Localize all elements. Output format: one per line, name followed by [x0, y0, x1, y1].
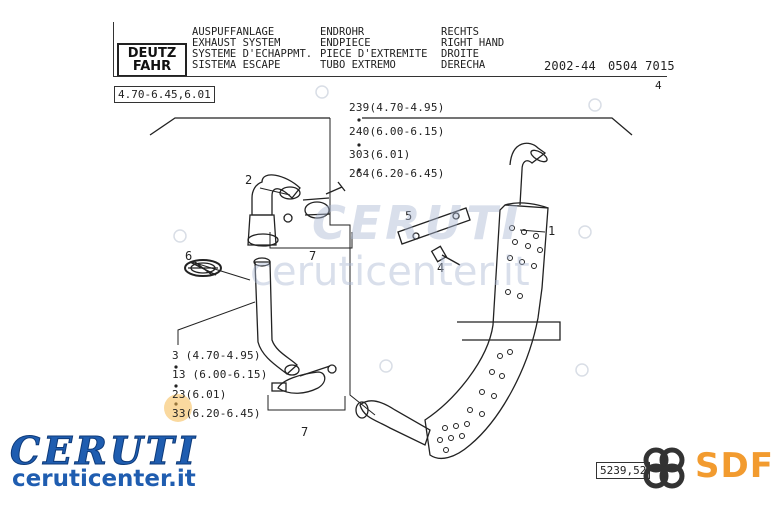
header-col1-line: EXHAUST SYSTEM — [192, 37, 281, 49]
part-6-ring — [184, 259, 222, 277]
highlight-marker — [164, 394, 192, 422]
part-inlet-pipe — [359, 400, 431, 446]
header-rule — [113, 76, 667, 77]
part-label-7-upper: 7 — [309, 249, 317, 263]
header-col2-line: PIECE D'EXTREMITE — [320, 48, 428, 60]
part-label-4: 4 — [437, 261, 445, 275]
part-2-elbow — [251, 174, 301, 216]
part-pipe-middle — [254, 261, 298, 375]
ceruti-site-link[interactable]: ceruticenter.it — [12, 466, 196, 492]
bracket-top-right — [362, 117, 633, 136]
lower-list-item: 3 (4.70-4.95) — [172, 349, 261, 362]
upper-list-item: 303(6.01) — [349, 148, 411, 161]
brand-line-1: DEUTZ — [127, 46, 177, 61]
lower-list-item: 23(6.01) — [172, 388, 227, 401]
header-code: 0504 7015 — [608, 59, 675, 73]
lower-list-item: 33(6.20-6.45) — [172, 407, 261, 420]
header-col2-line: TUBO EXTREMO — [320, 59, 396, 71]
header-col1-line: SISTEMA ESCAPE — [192, 59, 281, 71]
part-7-clamp-lower — [277, 371, 326, 394]
bracket-top-left — [149, 117, 330, 136]
header-date: 2002-44 — [544, 59, 596, 73]
header-col2-line: ENDPIECE — [320, 37, 371, 49]
upper-list-item: 240(6.00-6.15) — [349, 125, 445, 138]
part-1-tailpipe — [509, 142, 547, 206]
part-label-7-lower: 7 — [301, 425, 309, 439]
page-number: 4 — [655, 79, 662, 92]
upper-list-item: 264(6.20-6.45) — [349, 167, 445, 180]
header-col3-line: DROITE — [441, 48, 479, 60]
part-1-muffler — [424, 204, 549, 459]
part-label-1: 1 — [548, 224, 556, 238]
sdf-logo-icon — [643, 447, 685, 489]
header-col3-line: RECHTS — [441, 26, 479, 38]
sdf-logo-text: SDF — [695, 446, 774, 486]
header-col3-line: RIGHT HAND — [441, 37, 505, 49]
header-col3-line: DERECHA — [441, 59, 486, 71]
watermark-site: ceruticenter.it — [250, 249, 530, 295]
part-7-clamp-upper — [304, 201, 330, 219]
part-label-5: 5 — [405, 209, 413, 223]
reference-box: 5239,52 — [596, 462, 651, 479]
part-5-bracket — [397, 207, 471, 245]
lower-list-item: 13 (6.00-6.15) — [172, 368, 268, 381]
header-col2-line: ENDROHR — [320, 26, 365, 38]
header-col1-line: SYSTEME D'ECHAPPMT. — [192, 48, 313, 60]
part-label-2: 2 — [245, 173, 253, 187]
deutz-fahr-logo: DEUTZ FAHR — [117, 43, 187, 77]
brand-line-2: FAHR — [132, 59, 172, 74]
part-4-bolt — [430, 245, 448, 263]
ceruti-logo: CERUTI — [10, 428, 198, 474]
header-col1-line: AUSPUFFANLAGE — [192, 26, 275, 38]
header-left-edge — [113, 22, 114, 76]
watermark-brand: CERUTI — [312, 196, 523, 250]
part-label-6: 6 — [185, 249, 193, 263]
upper-list-item: 239(4.70-4.95) — [349, 101, 445, 114]
models-box: 4.70-6.45,6.01 — [114, 86, 215, 103]
